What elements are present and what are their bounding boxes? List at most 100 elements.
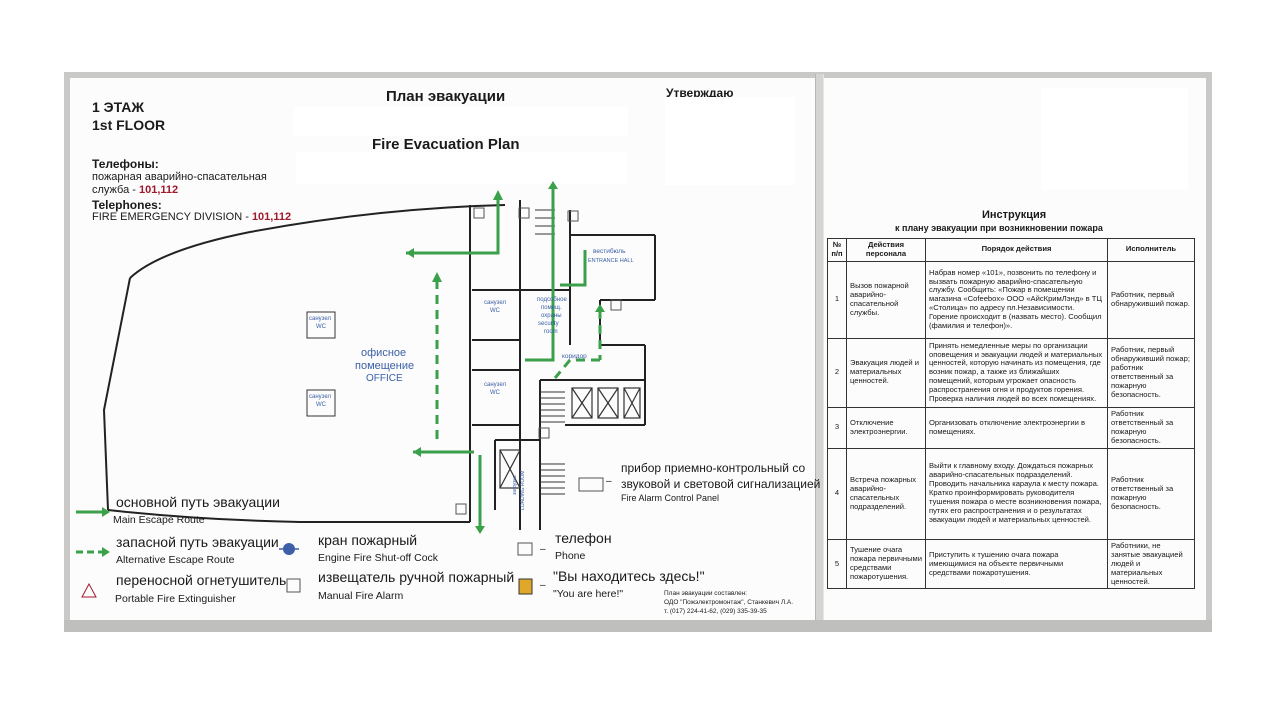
panel-symbol [578, 477, 604, 492]
security-label-en-2: room [544, 329, 558, 335]
legend-cock-en: Engine Fire Shut-off Cock [318, 552, 439, 564]
legend-alt-en: Alternative Escape Route [116, 554, 235, 566]
alternative-route-arrowheads [432, 272, 605, 312]
row-action: Встреча пожарных аварийно-спасательных п… [846, 447, 926, 540]
row-executor: Работники, не занятые эвакуацией людей и… [1107, 538, 1195, 590]
redacted-block [296, 152, 626, 184]
table-row: 4 Встреча пожарных аварийно-спасательных… [827, 447, 1195, 540]
shafts [499, 387, 641, 489]
office-label-en: OFFICE [366, 373, 403, 384]
row-order: Принять немедленные меры по организации … [925, 337, 1108, 408]
title-en: Fire Evacuation Plan [372, 136, 520, 153]
row-num: 5 [827, 538, 847, 590]
title-ru: План эвакуации [386, 88, 506, 105]
legend-alarm-ru: извещатель ручной пожарный [318, 569, 515, 585]
col-header-action: Действия персонала [846, 238, 926, 262]
credits-line-1: План эвакуации составлен: [664, 590, 748, 597]
security-label-en-1: security [538, 321, 559, 327]
phones-label-ru: Телефоны: [92, 157, 159, 171]
wc-label-ru: санузел [309, 394, 331, 400]
floor-en: 1st FLOOR [92, 117, 166, 133]
corridor-label: коридор [562, 353, 587, 360]
instruction-table: № п/п Действия персонала Порядок действи… [827, 238, 1195, 590]
legend-cock-ru: кран пожарный [318, 532, 418, 548]
wc-label-en: WC [316, 402, 326, 408]
wc-label-ru: санузел [484, 382, 506, 388]
entrance-label-en: ENTRANCE HALL [588, 258, 634, 264]
phones-label-en: Telephones: [92, 198, 162, 212]
row-action: Тушение очага пожара первичными средства… [846, 538, 926, 590]
row-order: Приступить к тушению очага пожара имеющи… [925, 538, 1108, 590]
instruction-subtitle: к плану эвакуации при возникновении пожа… [895, 223, 1103, 233]
phones-service-en: FIRE EMERGENCY DIVISION - 101,112 [92, 211, 292, 223]
legend-phone-en: Phone [555, 550, 586, 562]
row-order: Набрав номер «101», позвонить по телефон… [925, 260, 1108, 339]
bottom-rail [64, 620, 1212, 632]
outer-wall [107, 509, 470, 523]
phones-service-ru-2: служба - 101,112 [92, 184, 179, 196]
legend-main-ru: основной путь эвакуации [116, 494, 280, 510]
row-executor: Работник, первый обнаруживший пожар. [1107, 260, 1195, 339]
security-label-ru-3: охраны [541, 313, 562, 319]
manual-fire-alarm-icon [455, 207, 622, 515]
approve-label: Утверждаю [666, 86, 734, 100]
wc-icon [306, 311, 336, 417]
wc-label-ru: санузел [484, 300, 506, 306]
wc-label-en: WC [490, 390, 500, 396]
row-action: Вызов пожарной аварийно-спасательной слу… [846, 260, 926, 339]
row-num: 4 [827, 447, 847, 540]
main-route-arrowheads [406, 181, 558, 534]
legend-alt-ru: запасной путь эвакуации [116, 534, 279, 550]
legend-panel-en: Fire Alarm Control Panel [621, 493, 720, 503]
office-label-ru-2: помещение [355, 360, 415, 372]
legend-extinguisher-en: Portable Fire Extinguisher [115, 593, 236, 605]
legend-phone-ru: телефон [555, 530, 612, 546]
row-num: 1 [827, 260, 847, 339]
legend-dash: – [540, 580, 546, 591]
instruction-title: Инструкция [982, 209, 1047, 221]
security-label-ru-1: подсобное [537, 297, 567, 303]
legend-here-en: "You are here!" [553, 588, 624, 600]
redacted-block [1041, 88, 1188, 190]
stairs [535, 209, 565, 495]
credits-line-2: ОДО "Пожэлектромонтаж", Станкевич Л.А. [664, 599, 794, 606]
row-executor: Работник ответственный за пожарную безоп… [1107, 447, 1195, 540]
outer-wall [129, 204, 506, 279]
redacted-block [665, 97, 795, 185]
legend-dash: – [540, 544, 546, 555]
legend-here-ru: "Вы находитесь здесь!" [553, 568, 705, 584]
row-order: Организовать отключение электроэнергии в… [925, 406, 1108, 449]
here-symbol [518, 578, 533, 595]
security-label-ru-2: помещ. [541, 305, 562, 311]
legend-dash: – [606, 476, 612, 487]
wc-label-en: WC [490, 308, 500, 314]
row-num: 3 [827, 406, 847, 449]
row-num: 2 [827, 337, 847, 408]
col-header-num: № п/п [827, 238, 847, 262]
instruction-header-row: № п/п Действия персонала Порядок действи… [827, 238, 1195, 262]
outer-wall [102, 277, 131, 511]
phone-symbol [517, 542, 533, 556]
extinguisher-symbol [81, 582, 97, 598]
legend-extinguisher-ru: переносной огнетушитель [116, 572, 287, 588]
legend-main-en: Main Escape Route [113, 514, 205, 526]
floor-ru: 1 ЭТАЖ [92, 99, 145, 115]
alternative-route [435, 280, 602, 440]
credits-line-3: т. (017) 224-41-62, (029) 335-39-35 [664, 608, 767, 615]
row-order: Выйти к главному входу. Дождаться пожарн… [925, 447, 1108, 540]
row-action: Отключение электроэнергии. [846, 406, 926, 449]
table-row: 3 Отключение электроэнергии. Организоват… [827, 406, 1195, 449]
legend-alarm-en: Manual Fire Alarm [318, 590, 404, 602]
table-row: 5 Тушение очага пожара первичными средст… [827, 538, 1195, 590]
row-executor: Работник ответственный за пожарную безоп… [1107, 406, 1195, 449]
wc-label-ru: санузел [309, 316, 331, 322]
legend-panel-ru-1: прибор приемно-контрольный со [621, 461, 806, 475]
row-executor: Работник, первый обнаруживший пожар; раб… [1107, 337, 1195, 408]
col-header-executor: Исполнитель [1107, 238, 1195, 262]
panel-divider [815, 74, 824, 626]
main-route [406, 189, 587, 526]
redacted-block [294, 106, 628, 136]
entrance-label-ru: вестибюль [593, 248, 626, 255]
